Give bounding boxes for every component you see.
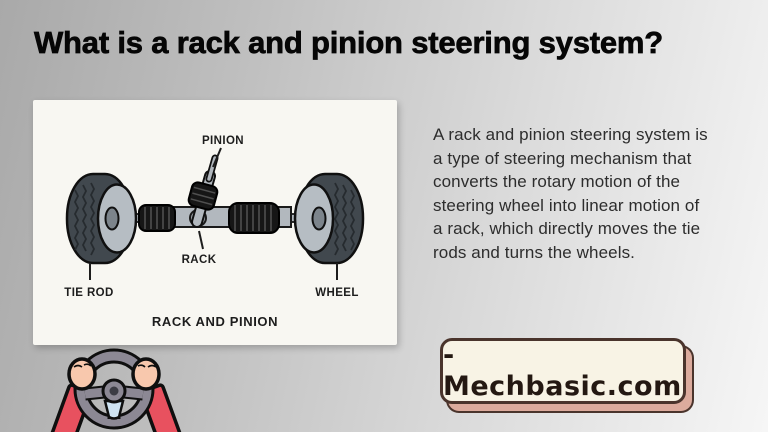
pinion-shaft <box>187 154 219 228</box>
pinion-coupling <box>187 181 219 211</box>
wheel-hub <box>101 378 127 404</box>
site-name-label: -Mechbasic.com <box>443 340 682 402</box>
rack-and-pinion-illustration: PINION RACK TIE ROD WHEEL RACK AND PINIO… <box>64 135 365 329</box>
right-hand <box>131 357 161 391</box>
right-bellows-boot <box>228 202 280 234</box>
steering-wheel-icon <box>49 348 183 432</box>
pinion-label: PINION <box>202 135 244 147</box>
page-title: What is a rack and pinion steering syste… <box>34 25 664 61</box>
description-text: A rack and pinion steering system is a t… <box>433 125 708 262</box>
diagram-caption: RACK AND PINION <box>152 314 278 329</box>
rack-leader-line <box>198 230 204 250</box>
right-wheel <box>293 172 365 265</box>
left-hand <box>67 357 97 391</box>
rack-label: RACK <box>182 254 217 266</box>
left-wheel <box>65 172 138 265</box>
branding-badge: -Mechbasic.com <box>440 338 686 404</box>
tie-rod-label: TIE ROD <box>64 287 113 299</box>
wheel-label: WHEEL <box>315 287 359 299</box>
pinion-leader-line <box>212 147 222 168</box>
wheel-blue-inset <box>103 399 125 420</box>
left-bellows-boot <box>138 204 176 232</box>
rack-and-pinion-diagram: PINION RACK TIE ROD WHEEL RACK AND PINIO… <box>33 100 397 345</box>
